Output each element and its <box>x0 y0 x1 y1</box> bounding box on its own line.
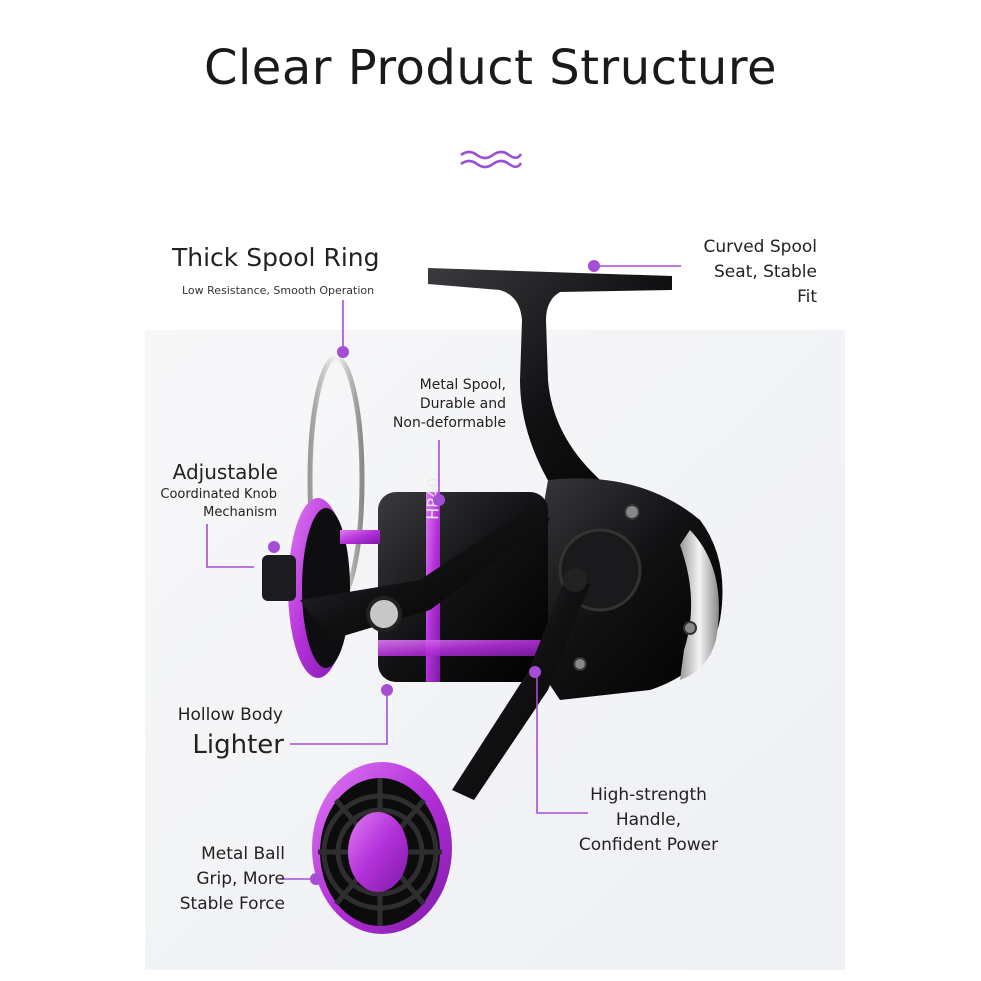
callout-handle: High-strength Handle, Confident Power <box>560 783 737 858</box>
callout-metal-ball: Metal Ball Grip, More Stable Force <box>140 842 285 917</box>
callout-line: Non-deformable <box>392 415 506 431</box>
callout-line: Fit <box>797 287 817 307</box>
callout-line: Mechanism <box>203 505 277 520</box>
callout-hollow-body-line2: Lighter <box>192 730 284 760</box>
callout-line: Confident Power <box>578 835 719 855</box>
model-marking: HP40 <box>423 477 443 520</box>
page-title: Clear Product Structure <box>203 40 778 96</box>
body-cover-silver <box>680 530 719 680</box>
callout-line: Curved Spool <box>703 237 817 257</box>
callout-line: Handle, <box>615 810 682 830</box>
callout-line: Durable and <box>419 396 506 412</box>
wave-divider-icon <box>460 150 523 169</box>
callout-line: Stable Force <box>179 894 285 914</box>
callout-thick-spool-ring-title: Thick Spool Ring <box>172 243 380 272</box>
callout-line: Grip, More <box>196 869 285 889</box>
callout-line: High-strength <box>590 785 707 805</box>
callout-thick-spool-ring-subtitle: Low Resistance, Smooth Operation <box>182 284 375 297</box>
drag-knob <box>262 555 296 601</box>
rotor-arm <box>300 500 550 640</box>
callout-curved-spool-seat: Curved Spool Seat, Stable Fit <box>640 235 817 310</box>
callout-line: Seat, Stable <box>714 262 817 282</box>
callout-metal-spool: Metal Spool, Durable and Non-deformable <box>360 376 506 433</box>
callout-adjustable-title: Adjustable <box>172 460 278 484</box>
callout-line: Metal Ball <box>201 844 285 864</box>
callout-adjustable-body: Coordinated Knob Mechanism <box>140 486 277 522</box>
reel-foot <box>428 268 672 540</box>
handle-arm <box>452 572 590 800</box>
callout-hollow-body-line1: Hollow Body <box>177 705 283 725</box>
callout-line: Coordinated Knob <box>160 487 277 502</box>
callout-line: Metal Spool, <box>419 377 506 393</box>
